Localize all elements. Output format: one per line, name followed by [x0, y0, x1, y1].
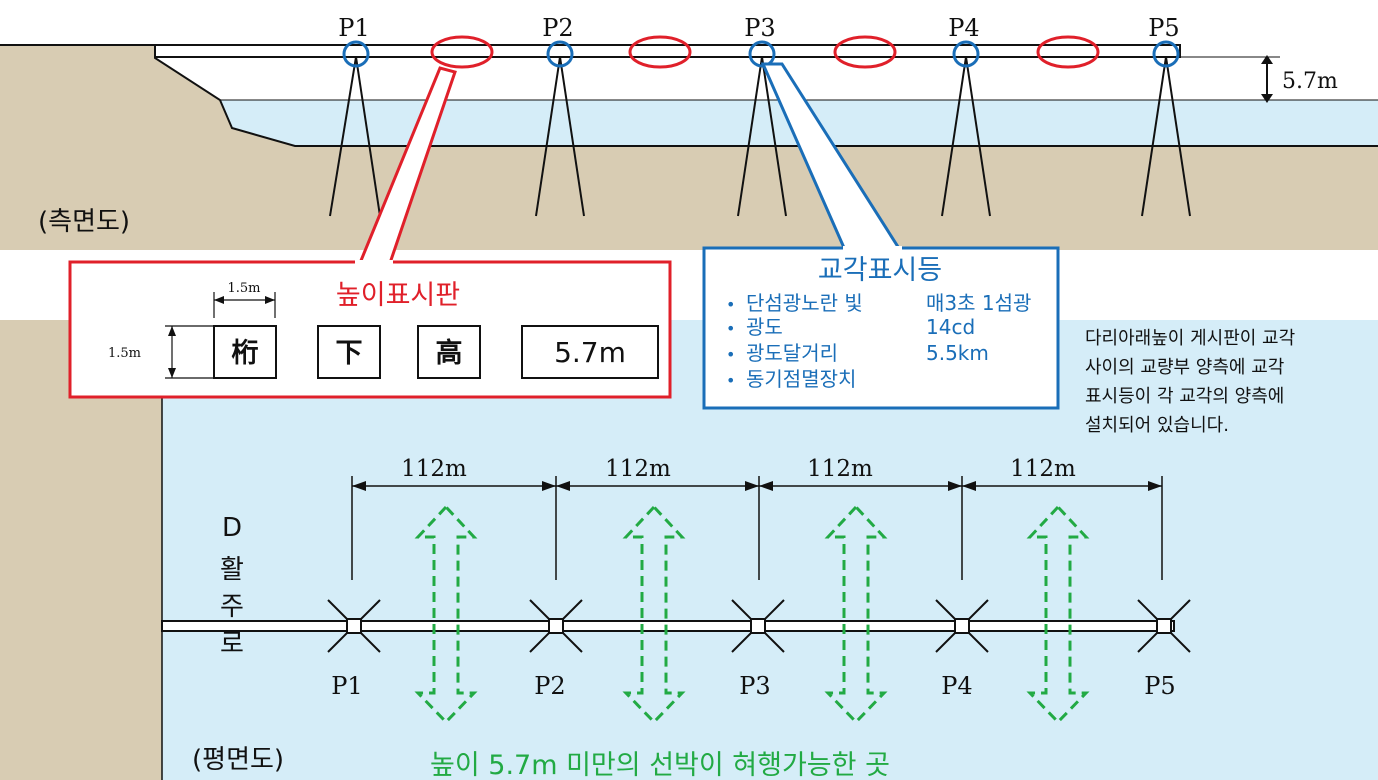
plan-pier-label: P5 [1144, 672, 1175, 700]
plan-pier-label: P4 [941, 672, 972, 700]
pier-light-markers [342, 40, 1180, 68]
note: 다리아래높이 게시판이 교각 사이의 교량부 양측에 교각 표시등이 각 교각의… [1085, 328, 1295, 436]
side-ground [0, 45, 1378, 250]
bullet: • [726, 371, 735, 390]
sign-box-text: 下 [336, 338, 363, 369]
sign-box-text: 桁 [232, 338, 259, 369]
channel-label: 활 [220, 555, 244, 585]
side-pier-label: P4 [948, 14, 979, 42]
span-label: 112m [1010, 456, 1076, 482]
note-line: 다리아래높이 게시판이 교각 [1085, 328, 1295, 349]
pier-light-callout: 교각표시등 • 단섬광노란 빛 매3초 1섬광 • 광도 14cd • 광도달거… [702, 62, 1060, 410]
span-label: 112m [807, 456, 873, 482]
plan-bridge-deck [161, 620, 1175, 632]
plan-pier-label: P1 [331, 672, 362, 700]
bullet: • [726, 295, 735, 314]
bridge-deck [154, 44, 1181, 58]
side-pier-legs [329, 56, 1191, 217]
pier-light-item-label: 동기점멸장치 [746, 367, 856, 391]
note-line: 설치되어 있습니다. [1085, 415, 1229, 436]
sign-markers [430, 35, 1100, 69]
passage-arrows [414, 504, 1090, 725]
clearance-arrow [1261, 55, 1273, 103]
sign-box [213, 325, 277, 379]
clearance-label: 5.7m [1282, 69, 1338, 94]
pier-light-item-value: 5.5km [926, 341, 989, 365]
height-sign-title: 높이표시판 [336, 280, 460, 311]
span-label: 112m [605, 456, 671, 482]
bullet: • [726, 345, 735, 364]
sign-height-dim: 1.5m [108, 346, 141, 361]
pier-light-item-label: 단섬광노란 빛 [746, 291, 863, 315]
sign-box [417, 325, 481, 379]
note-line: 표시등이 각 교각의 양측에 [1085, 386, 1284, 407]
plan-pier-label: P2 [534, 672, 565, 700]
side-pier-label: P3 [744, 14, 775, 42]
plan-view-label: (평면도) [192, 745, 284, 775]
span-label: 112m [401, 456, 467, 482]
channel-label: 로 [220, 629, 244, 659]
side-pier-label: P2 [542, 14, 573, 42]
sign-box-text: 5.7m [554, 336, 626, 369]
sign-width-dim: 1.5m [227, 281, 260, 296]
pier-light-item-value: 매3초 1섬광 [926, 291, 1031, 315]
pier-light-item-label: 광도 [746, 315, 783, 339]
channel-label: D [222, 513, 242, 543]
side-view-label: (측면도) [38, 207, 130, 237]
plan-piers [327, 599, 1191, 653]
height-sign-callout: 높이표시판 1.5m 1.5m 桁 下 高 5.7m [68, 66, 672, 399]
sign-box [317, 325, 381, 379]
channel-label: 주 [220, 592, 244, 622]
pier-light-title: 교각표시등 [818, 255, 942, 286]
sign-box [521, 325, 659, 379]
pier-light-item-value: 14cd [926, 315, 975, 339]
plan-pier-label: P3 [739, 672, 770, 700]
passage-note: 높이 5.7m 미만의 선박이 혀행가능한 곳 [430, 750, 890, 780]
note-line: 사이의 교량부 양측에 교각 [1085, 357, 1284, 378]
pier-light-item-label: 광도달거리 [746, 341, 838, 365]
span-dimensions [351, 476, 1163, 580]
side-view: P1 P2 P3 P4 P5 5.7m (측면도) [0, 0, 1378, 250]
side-pier-label: P1 [338, 14, 369, 42]
bullet: • [726, 319, 735, 338]
side-pier-label: P5 [1148, 14, 1179, 42]
sign-box-text: 高 [436, 337, 463, 369]
